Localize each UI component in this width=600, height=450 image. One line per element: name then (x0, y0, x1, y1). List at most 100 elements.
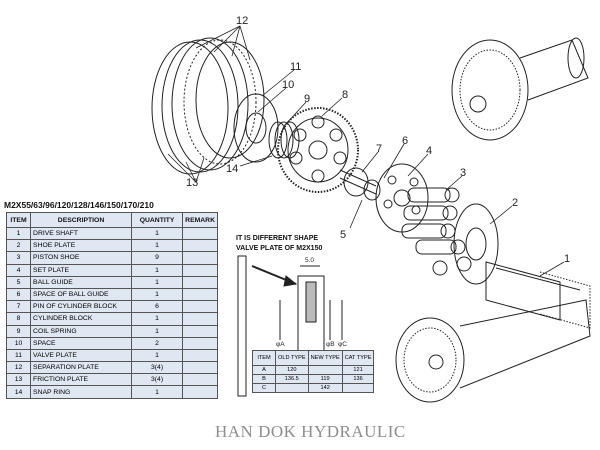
table-cell: 2 (130, 336, 184, 350)
table-cell: FRICTION PLATE (30, 373, 132, 387)
assembled-motor-top (451, 37, 589, 141)
table-cell: BALL GUIDE (30, 275, 132, 289)
table-cell (182, 300, 218, 314)
table-cell (182, 385, 218, 399)
ball-guide (339, 167, 381, 201)
valve-plate (233, 93, 279, 163)
dim-c: φC (338, 341, 347, 348)
table-cell (182, 226, 218, 241)
dim-top: 5.0 (305, 257, 314, 264)
type-header-new: NEW TYPE (307, 350, 343, 366)
table-cell: 12 (5, 361, 32, 375)
leader-lines (167, 25, 565, 277)
table-cell: SET PLATE (30, 263, 132, 277)
callout-10: 10 (282, 79, 294, 91)
dim-a: φA (276, 341, 285, 348)
table-cell: 9 (5, 324, 32, 338)
header-item: ITEM (5, 212, 32, 228)
callout-14: 14 (226, 163, 238, 175)
table-cell: 3 (5, 251, 32, 265)
valve-plate-detail (237, 255, 343, 397)
table-cell (182, 361, 218, 375)
table-cell: 4 (5, 263, 32, 277)
table-cell: SPACE (30, 336, 132, 350)
table-cell: 1 (130, 275, 184, 289)
table-cell: 3(4) (130, 361, 184, 375)
plate-stack (151, 37, 265, 175)
table-cell: 142 (307, 383, 343, 393)
table-cell: A (252, 365, 276, 375)
callout-3: 3 (460, 167, 466, 179)
table-cell: 11 (5, 348, 32, 363)
callout-4: 4 (426, 145, 432, 157)
type-header-item: ITEM (252, 350, 276, 366)
table-cell: 120 (275, 365, 309, 375)
table-cell: B (252, 374, 276, 384)
table-cell: DRIVE SHAFT (30, 226, 132, 241)
table-cell: 13 (5, 373, 32, 387)
piston-shoes (401, 187, 472, 276)
table-cell: 9 (130, 251, 184, 265)
table-cell: CYLINDER BLOCK (30, 312, 132, 326)
table-cell: 1 (130, 312, 184, 326)
table-cell: 1 (130, 348, 184, 363)
company-watermark: HAN DOK HYDRAULIC (215, 422, 406, 441)
callout-9: 9 (304, 93, 310, 105)
table-cell (182, 312, 218, 326)
shoe-plate (453, 203, 499, 285)
table-cell: SEPARATION PLATE (30, 361, 132, 375)
callout-7: 7 (376, 143, 382, 155)
callout-5: 5 (340, 229, 346, 241)
callout-12: 12 (236, 15, 248, 27)
table-cell: 136 (341, 374, 375, 384)
dim-b: φB (326, 341, 335, 348)
callout-6: 6 (402, 135, 408, 147)
table-cell (182, 263, 218, 277)
table-cell (275, 383, 309, 393)
type-header-old: OLD TYPE (275, 350, 309, 366)
table-cell (182, 324, 218, 338)
table-cell (182, 348, 218, 363)
type-header-cat: CAT TYPE (341, 350, 375, 366)
table-cell: 2 (5, 239, 32, 253)
table-cell: SNAP RING (30, 385, 132, 399)
table-cell: 1 (130, 239, 184, 253)
set-plate (375, 163, 429, 233)
table-cell (182, 287, 218, 302)
header-quantity: QUANTITY (130, 212, 184, 228)
table-cell (341, 383, 375, 393)
table-cell: 1 (130, 226, 184, 241)
type-table-header: ITEM OLD TYPE NEW TYPE CAT TYPE (252, 350, 375, 366)
table-cell: 121 (341, 365, 375, 375)
table-cell (182, 239, 218, 253)
table-cell (182, 251, 218, 265)
table-cell: 1 (130, 385, 184, 399)
table-cell: 5 (5, 275, 32, 289)
drive-shaft (485, 261, 591, 329)
table-cell (307, 365, 343, 375)
callout-2: 2 (512, 197, 518, 209)
header-remark: REMARK (182, 212, 218, 228)
table-cell (182, 373, 218, 387)
table-cell (182, 336, 218, 350)
table-cell: 8 (5, 312, 32, 326)
table-cell: 14 (5, 385, 32, 399)
callout-labels: 12 11 10 9 8 7 6 4 3 2 1 5 14 13 IT IS D… (186, 15, 570, 348)
table-cell: SHOE PLATE (30, 239, 132, 253)
